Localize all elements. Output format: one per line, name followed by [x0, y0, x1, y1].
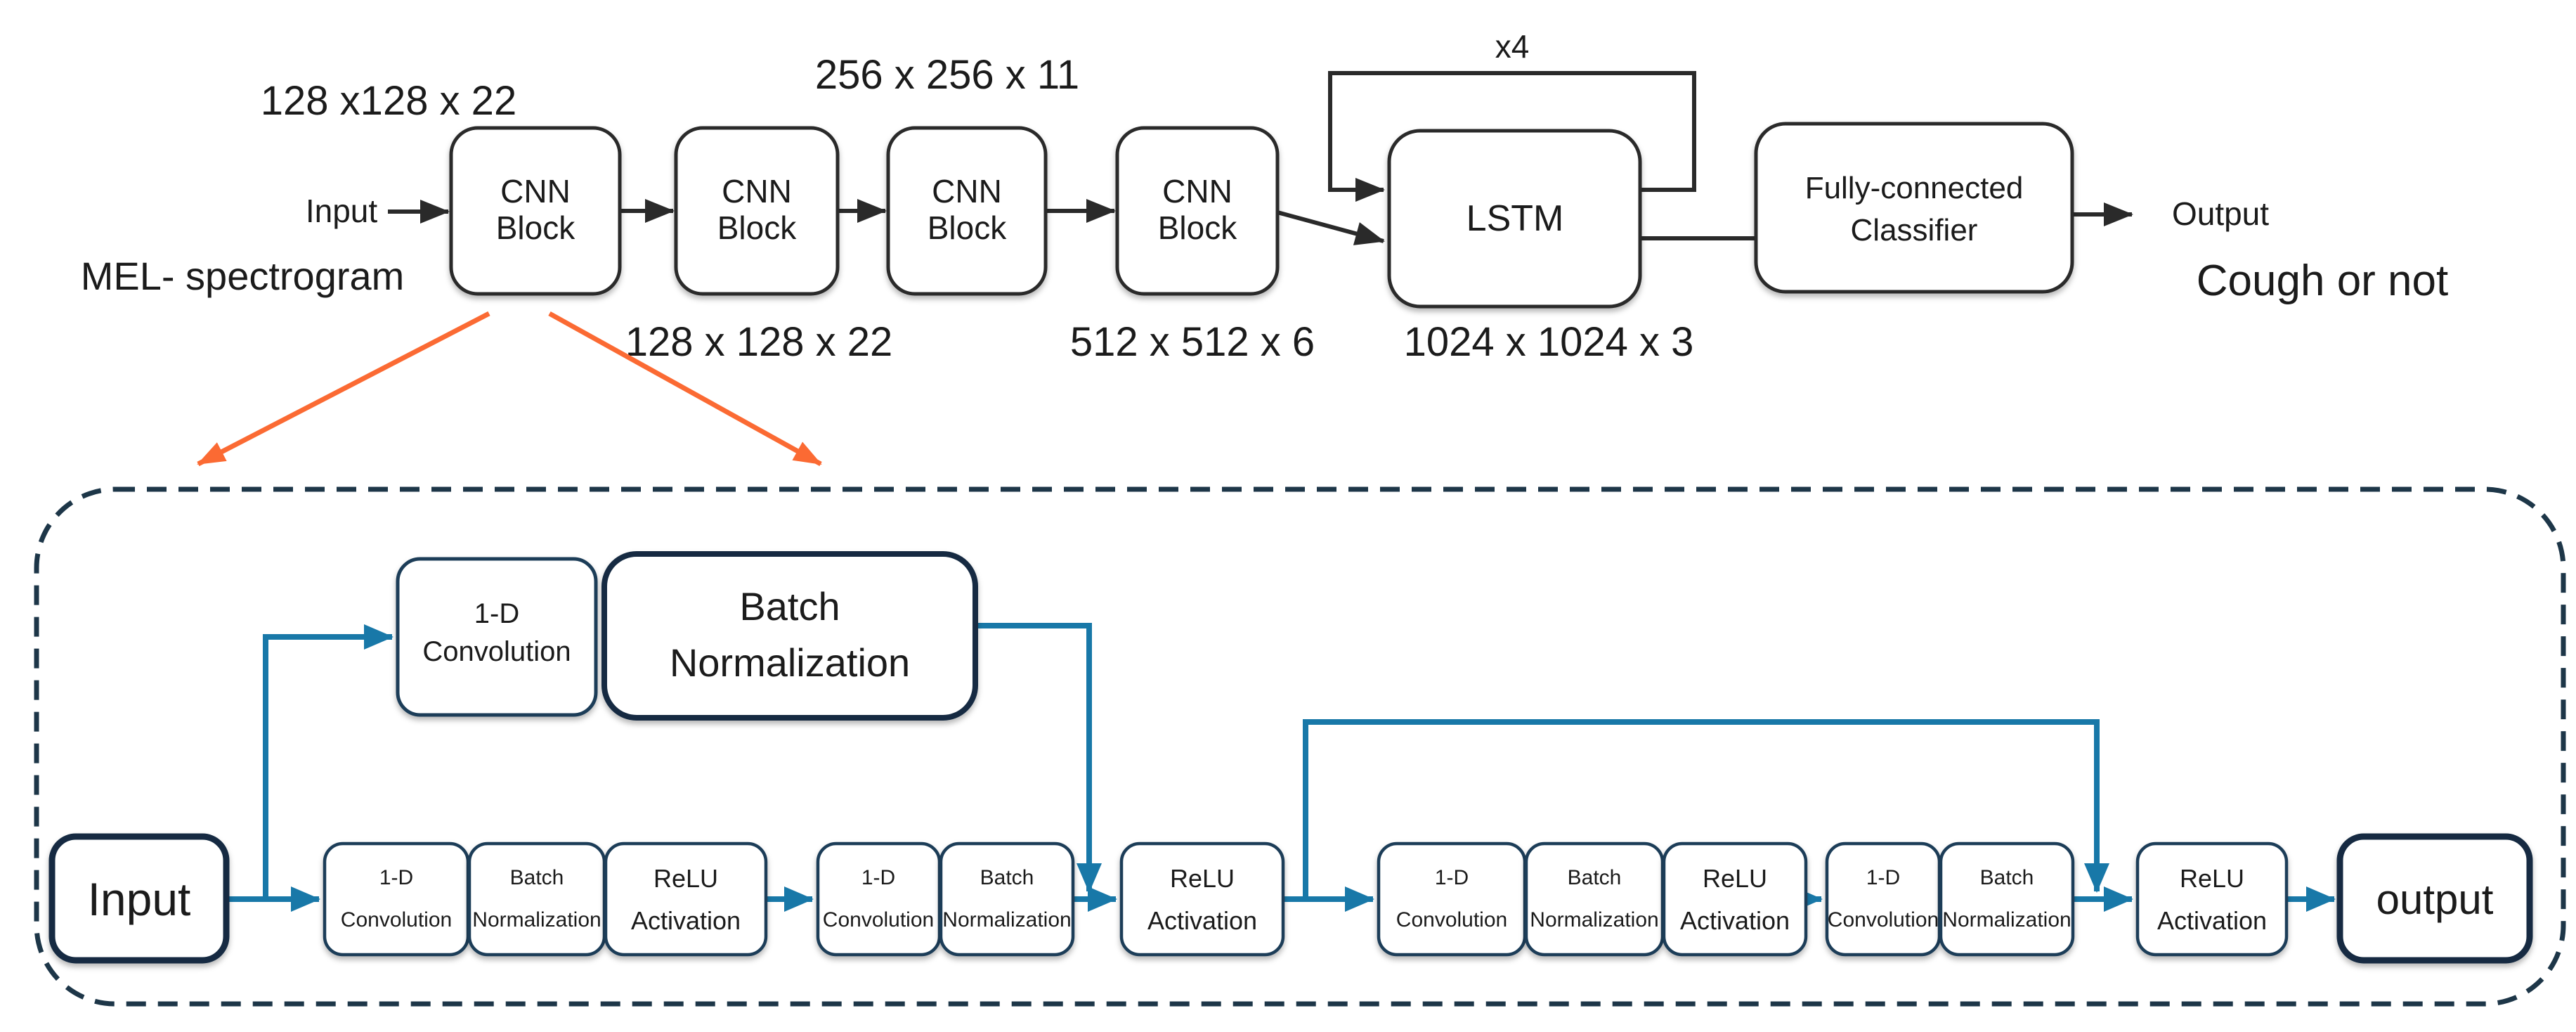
bn4-label-line2: Normalization [1942, 908, 2071, 931]
fully-connected-classifier-box [1754, 122, 2074, 294]
detail-input-box [48, 833, 230, 964]
cnn-block-detail-container [34, 486, 2566, 1007]
top-branch-bn-label-line2: Normalization [670, 640, 910, 685]
top-output-label: Output [2172, 195, 2269, 232]
dim-label-below-lstm: 1024 x 1024 x 3 [1404, 319, 1694, 365]
cough-or-not-label: Cough or not [2197, 257, 2448, 305]
dim-label-below-cnn2: 128 x 128 x 22 [625, 319, 893, 365]
cnn-block-expansion-arrows [197, 311, 822, 467]
cnn-block-1-label-line2: Block [496, 209, 575, 246]
detail-connectors [226, 623, 2336, 912]
classifier-label-line1: Fully-connected [1805, 171, 2024, 205]
top-branch-conv-label-line2: Convolution [422, 636, 571, 667]
lstm-recurrent-loop [1328, 71, 1696, 202]
conv1-box [323, 841, 470, 957]
skip-connection-relu2-to-junction2 [1303, 719, 2109, 899]
relu3-box [1662, 841, 1808, 957]
conv1-label-line1: 1-D [379, 866, 413, 889]
dim-label-above-cnn1: 128 x128 x 22 [261, 78, 516, 124]
bn3-label-line2: Normalization [1530, 908, 1658, 931]
relu2-label-line1: ReLU [1170, 864, 1235, 893]
bn3-box [1524, 841, 1665, 957]
detail-output-label: output [2376, 876, 2494, 923]
relu2-box [1119, 841, 1285, 957]
cnn-block-4-label-line2: Block [1158, 209, 1237, 246]
arrow-cnn4-to-lstm [1277, 210, 1385, 245]
relu3-label-line2: Activation [1680, 906, 1790, 935]
conv4-box [1825, 841, 1941, 957]
bn4-label-line1: Batch [1980, 866, 2034, 889]
top-branch-bn-box [601, 551, 978, 721]
orange-arrow-right [548, 311, 822, 467]
top-input-label: Input [306, 193, 378, 229]
bn2-box [939, 841, 1075, 957]
relu1-label-line2: Activation [631, 906, 741, 935]
cnn-block-4-label-line1: CNN [1162, 173, 1232, 209]
classifier-label-line2: Classifier [1851, 213, 1978, 247]
cnn-block-3-box [886, 126, 1048, 296]
conv4-label-line2: Convolution [1828, 908, 1939, 931]
top-branch-conv-box [396, 557, 598, 717]
conv2-label-line2: Convolution [823, 908, 934, 931]
cnn-block-3-label-line1: CNN [932, 173, 1002, 209]
top-row-boxes [449, 122, 2074, 309]
conv2-label-line1: 1-D [861, 866, 895, 889]
conv3-box [1377, 841, 1527, 957]
mel-spectrogram-label: MEL- spectrogram [81, 254, 405, 298]
relu2-label-line2: Activation [1147, 906, 1257, 935]
detail-input-label: Input [88, 873, 191, 925]
relu1-label-line1: ReLU [653, 864, 718, 893]
bn1-label-line2: Normalization [472, 908, 601, 931]
arrow-branch-to-top-conv [263, 624, 393, 899]
conv1-label-line2: Convolution [341, 908, 452, 931]
relu4-box [2135, 841, 2289, 957]
bn1-box [467, 841, 606, 957]
top-branch-conv-label-line1: 1-D [474, 598, 519, 629]
detail-output-box [2336, 833, 2533, 964]
top-branch-bn-label-line1: Batch [739, 584, 840, 628]
bn4-box [1939, 841, 2075, 957]
lstm-label: LSTM [1466, 198, 1564, 239]
cnn-block-4-box [1115, 126, 1280, 296]
detail-boxes [323, 557, 2289, 957]
detail-bold-boxes [48, 551, 2533, 964]
dim-label-above-cnn2-3: 256 x 256 x 11 [815, 52, 1079, 98]
cnn-block-2-box [674, 126, 840, 296]
bn1-label-line1: Batch [510, 866, 564, 889]
relu4-label-line2: Activation [2157, 906, 2267, 935]
dim-label-below-cnn4: 512 x 512 x 6 [1070, 319, 1315, 365]
cnn-block-1-box [449, 126, 622, 296]
bn2-label-line1: Batch [980, 866, 1034, 889]
conv3-label-line1: 1-D [1435, 866, 1469, 889]
lstm-box [1387, 129, 1642, 309]
top-row-connectors [388, 71, 2133, 245]
bn3-label-line1: Batch [1568, 866, 1622, 889]
conv3-label-line2: Convolution [1396, 908, 1507, 931]
cnn-block-1-label-line1: CNN [500, 173, 571, 209]
conv4-label-line1: 1-D [1866, 866, 1900, 889]
conv2-box [816, 841, 942, 957]
bn2-label-line2: Normalization [942, 908, 1071, 931]
orange-arrow-left [197, 311, 490, 467]
relu3-label-line1: ReLU [1703, 864, 1767, 893]
loop-times-label: x4 [1495, 28, 1530, 65]
cnn-block-2-label-line1: CNN [722, 173, 792, 209]
relu1-box [604, 841, 768, 957]
cnn-block-2-label-line2: Block [717, 209, 797, 246]
cnn-block-3-label-line2: Block [928, 209, 1007, 246]
arrow-top-bn-to-junction1 [975, 623, 1102, 893]
relu4-label-line1: ReLU [2180, 864, 2244, 893]
